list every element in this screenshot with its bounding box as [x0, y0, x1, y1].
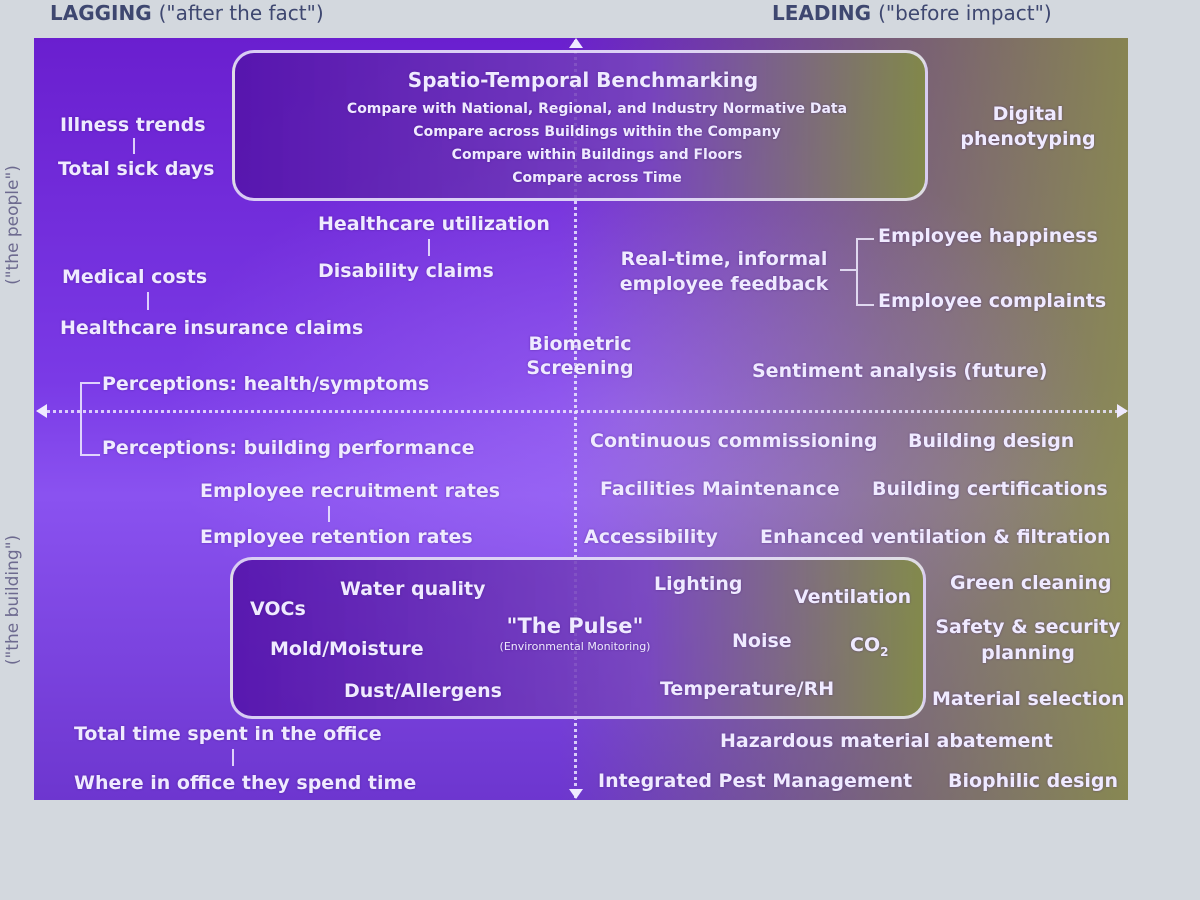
employee-recruitment-rates: Employee recruitment rates [200, 480, 501, 502]
leading-label: LEADING [772, 1, 872, 25]
benchmarking-line: Compare with National, Regional, and Ind… [346, 101, 848, 117]
ventilation: Ventilation [794, 586, 912, 608]
connector-line [133, 138, 135, 154]
realtime-feedback-line: employee feedback [619, 273, 829, 295]
connector-line [147, 292, 149, 310]
co2-label: CO [850, 634, 881, 656]
employee-happiness: Employee happiness [878, 225, 1098, 247]
pulse-subtitle: (Environmental Monitoring) [499, 640, 651, 653]
employee-retention-rates: Employee retention rates [200, 526, 473, 548]
feedback-bracket [856, 238, 874, 306]
building-axis-label: ("the building") [3, 534, 23, 666]
material-selection: Material selection [932, 688, 1125, 710]
healthcare-insurance-claims: Healthcare insurance claims [60, 317, 364, 339]
temperature-rh: Temperature/RH [660, 678, 835, 700]
biophilic-design: Biophilic design [948, 770, 1119, 792]
benchmarking-line: Compare within Buildings and Floors [451, 147, 743, 163]
connector-line [232, 749, 234, 766]
water-quality: Water quality [340, 578, 486, 600]
lagging-label: LAGGING [50, 1, 152, 25]
arrow-up-icon [569, 38, 583, 48]
connector-line [840, 269, 856, 271]
co2: CO2 [850, 634, 888, 659]
sentiment-analysis: Sentiment analysis (future) [752, 360, 1048, 382]
safety-security-line: Safety & security [935, 616, 1121, 638]
vocs: VOCs [250, 598, 306, 620]
green-cleaning: Green cleaning [950, 572, 1112, 594]
connector-line [428, 239, 430, 256]
digital-phenotyping-line: Digital [992, 103, 1064, 125]
benchmarking-title: Spatio-Temporal Benchmarking [407, 68, 759, 92]
dust-allergens: Dust/Allergens [344, 680, 502, 702]
pulse-box [230, 557, 926, 719]
building-certifications: Building certifications [872, 478, 1108, 500]
perceptions-bracket [80, 382, 100, 456]
realtime-feedback-line: Real-time, informal [620, 248, 828, 270]
safety-security-line: planning [981, 642, 1075, 664]
arrow-right-icon [1117, 404, 1128, 418]
continuous-commissioning: Continuous commissioning [590, 430, 878, 452]
horizontal-axis [40, 410, 1126, 413]
disability-claims: Disability claims [318, 260, 494, 282]
digital-phenotyping: Digital phenotyping [960, 102, 1095, 152]
biometric-line: Biometric [528, 333, 632, 355]
safety-security-planning: Safety & security planning [935, 614, 1120, 666]
vertical-axis [574, 40, 577, 798]
biometric-screening: Biometric Screening [526, 332, 633, 380]
accessibility: Accessibility [584, 526, 718, 548]
enhanced-ventilation: Enhanced ventilation & filtration [760, 526, 1111, 548]
realtime-feedback: Real-time, informal employee feedback [620, 247, 829, 297]
integrated-pest-management: Integrated Pest Management [598, 770, 913, 792]
connector-line [328, 506, 330, 522]
mold-moisture: Mold/Moisture [270, 638, 424, 660]
people-axis-label: ("the people") [3, 165, 23, 285]
building-design: Building design [908, 430, 1075, 452]
healthcare-utilization: Healthcare utilization [318, 213, 550, 235]
noise: Noise [732, 630, 792, 652]
co2-subscript: 2 [880, 644, 889, 659]
arrow-down-icon [569, 789, 583, 799]
benchmarking-box [232, 50, 928, 201]
perceptions-building: Perceptions: building performance [102, 437, 475, 459]
arrow-left-icon [36, 404, 47, 418]
facilities-maintenance: Facilities Maintenance [600, 478, 840, 500]
leading-header: LEADING ("before impact") [772, 1, 1052, 25]
pulse-title: "The Pulse" [506, 614, 644, 638]
illness-trends: Illness trends [60, 114, 206, 136]
where-in-office: Where in office they spend time [74, 772, 417, 794]
perceptions-health: Perceptions: health/symptoms [102, 373, 430, 395]
leading-sublabel: ("before impact") [878, 1, 1052, 25]
hazardous-material-abatement: Hazardous material abatement [720, 730, 1054, 752]
benchmarking-line: Compare across Buildings within the Comp… [413, 124, 781, 140]
lagging-header: LAGGING ("after the fact") [50, 1, 324, 25]
employee-complaints: Employee complaints [878, 290, 1107, 312]
total-time-office: Total time spent in the office [74, 723, 382, 745]
biometric-line: Screening [526, 357, 634, 379]
lagging-sublabel: ("after the fact") [158, 1, 324, 25]
digital-phenotyping-line: phenotyping [960, 128, 1096, 150]
lighting: Lighting [654, 573, 743, 595]
medical-costs: Medical costs [62, 266, 208, 288]
total-sick-days: Total sick days [58, 158, 215, 180]
benchmarking-line: Compare across Time [512, 170, 682, 186]
